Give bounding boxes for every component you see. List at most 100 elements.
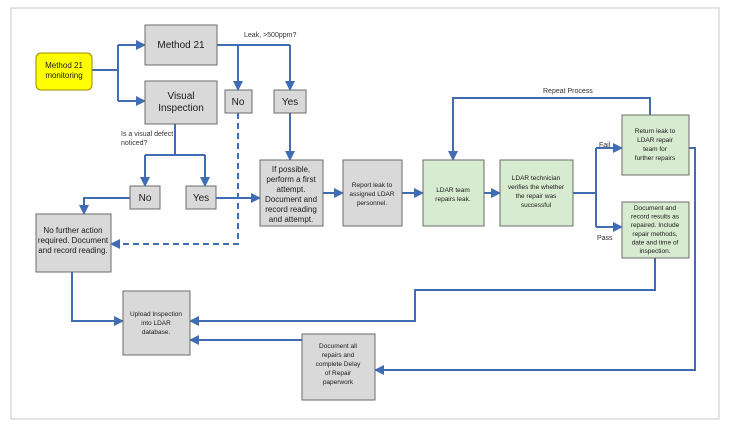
visual-question-label: Is a visual defect [121, 131, 173, 138]
connector-return-to-docall [374, 147, 696, 375]
connector-visual-down [145, 124, 205, 156]
node-no-top: No [224, 89, 253, 114]
node-text-line: Yes [282, 97, 298, 108]
node-text: Yes [282, 97, 298, 108]
node-text-line: monitoring [45, 71, 82, 80]
node-text-line: Upload Inspection [130, 311, 182, 318]
pass-label: Pass [597, 235, 613, 242]
node-text-line: Visual [167, 91, 194, 102]
process-box [422, 159, 485, 227]
node-yes-top: Yes [273, 89, 307, 114]
node-text-line: of Repair [325, 370, 352, 377]
node-text: No [139, 193, 152, 204]
node-yes-mid: Yes [185, 185, 217, 210]
node-text-line: Method 21 [157, 40, 205, 51]
process-box [122, 290, 191, 356]
node-text-line: No [139, 193, 152, 204]
fail-label: Fail [599, 142, 611, 149]
node-text-line: No [232, 97, 245, 108]
node-text-line: Document all [319, 343, 357, 350]
decision-box [129, 185, 161, 210]
node-text-line: complete Delay [316, 361, 362, 368]
node-text-line: Inspection [158, 103, 204, 114]
node-text: LDAR technician verifies the whether the r… [508, 175, 565, 209]
node-text-line: LDAR team [436, 187, 470, 194]
node-text-line: perform a first [266, 175, 316, 184]
process-box [342, 159, 403, 227]
node-text-line: Yes [193, 193, 209, 204]
node-text-line: database. [142, 329, 171, 336]
connector-no-top-to-nofurther [110, 113, 239, 249]
node-text-line: repaired. Include [631, 222, 680, 229]
connector-nofurther-to-upload [71, 272, 124, 326]
node-text-line: LDAR repair [637, 137, 674, 144]
node-text: Document all repairs and complete Delay of … [316, 343, 362, 386]
connector-no-mid-to-nofurther [79, 197, 130, 215]
node-text-line: record reading [265, 205, 317, 214]
start-box [35, 52, 93, 91]
node-text-line: repairs and [322, 352, 355, 359]
decision-box [273, 89, 307, 114]
connectors [71, 40, 696, 375]
node-text-line: No further action [43, 226, 102, 235]
node-text-line: successful [521, 202, 552, 209]
process-box [499, 159, 574, 227]
node-text-line: and record reading. [38, 246, 107, 255]
node-no-mid: No [129, 185, 161, 210]
visual-question-label-2: noticed? [121, 140, 148, 147]
node-text-line: inspection. [639, 248, 670, 255]
process-box [301, 333, 376, 401]
process-box [35, 213, 112, 273]
node-method21: Method 21 [144, 24, 218, 66]
node-text-line: LDAR technician [512, 175, 561, 182]
node-text-line: attempt. [277, 185, 306, 194]
node-upload-inspection: Upload Inspection into LDAR database. [122, 290, 191, 356]
node-text-line: and attempt. [269, 215, 313, 224]
process-box [621, 201, 690, 259]
node-text-line: the repair was [516, 193, 558, 200]
node-text-line: date and time of [632, 239, 679, 246]
decision-box [185, 185, 217, 210]
node-text-line: Document and [634, 205, 677, 212]
node-text-line: further repairs [635, 155, 676, 162]
process-box [144, 80, 218, 125]
node-text-line: verifies the whether [508, 184, 565, 191]
node-text: Yes [193, 193, 209, 204]
node-document-all: Document all repairs and complete Delay of … [301, 333, 376, 401]
node-text-line: Document and [265, 195, 317, 204]
node-text-line: into LDAR [141, 320, 171, 327]
node-tech-verifies: LDAR technician verifies the whether the r… [499, 159, 574, 227]
repeat-process-label: Repeat Process [543, 88, 593, 95]
connector-document-to-upload [189, 258, 656, 326]
process-box [621, 114, 690, 176]
process-box [144, 24, 218, 66]
node-text: No [232, 97, 245, 108]
node-text-line: Report leak to [352, 182, 393, 189]
node-text-line: personnel. [357, 200, 388, 207]
node-text-line: If possible, [272, 165, 310, 174]
node-text-line: required. Document [38, 236, 109, 245]
connector-monitoring-split [92, 45, 119, 101]
node-text-line: record results as [631, 214, 680, 221]
process-box [259, 159, 324, 227]
connector-tech-split [573, 148, 597, 227]
node-text-line: team for [643, 146, 668, 153]
node-text-line: Method 21 [45, 61, 83, 70]
connector-repeat-process [448, 97, 651, 161]
leak-question-label: Leak, >500ppm? [244, 32, 296, 39]
